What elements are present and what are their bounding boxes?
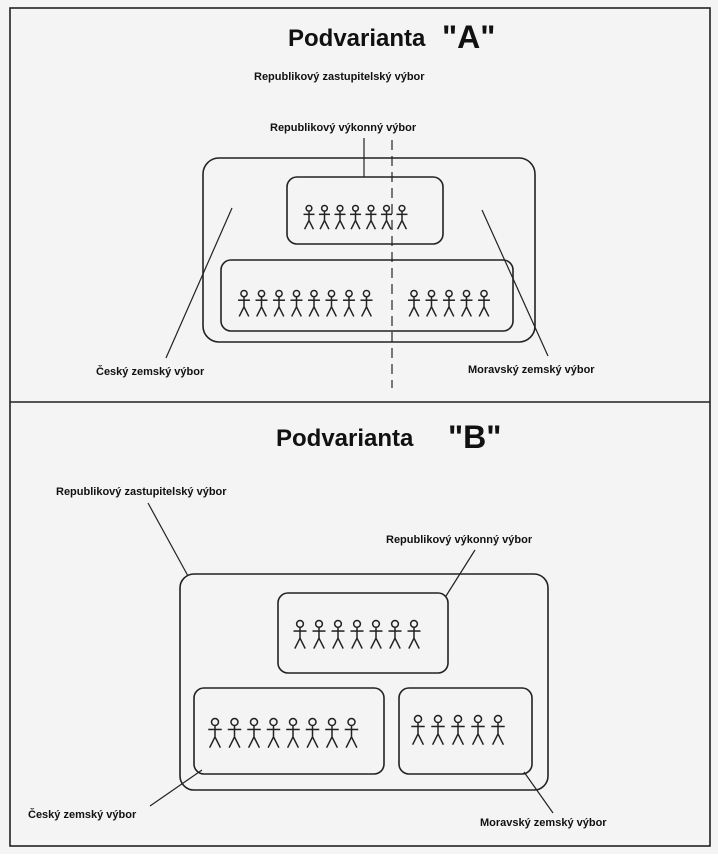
person-figure [325, 717, 339, 749]
panel-a-council-box [202, 157, 536, 343]
person-figure [305, 717, 320, 749]
person-figure [266, 717, 281, 749]
panel-b-letter: "B" [448, 419, 501, 455]
person-figure [238, 289, 250, 317]
panel-a: Podvarianta "A" Republikový zastupitelsk… [96, 19, 595, 388]
panel-a-executive-box [286, 176, 444, 245]
panel-b-council-box [179, 573, 549, 791]
panel-a-czech-pointer [165, 207, 233, 359]
person-figure [460, 289, 473, 317]
person-figure [491, 714, 505, 746]
panel-b-moravian-box [398, 687, 533, 775]
person-figure [396, 204, 408, 230]
panel-a-moravian-pointer [481, 209, 549, 357]
person-figure [411, 714, 425, 746]
panel-b-czech-box [193, 687, 385, 775]
panel-b-title: Podvarianta [276, 425, 414, 452]
panel-b-label-czech: Český zemský výbor [28, 808, 137, 821]
panel-a-label-republic-council: Republikový zastupitelský výbor [254, 71, 425, 83]
person-figure [431, 714, 445, 746]
panel-b-czech-pointer [149, 769, 203, 807]
panel-b-czech-figures [208, 717, 359, 749]
panel-b-label-moravian: Moravský zemský výbor [480, 817, 607, 829]
person-figure [344, 717, 359, 749]
panel-b-council-pointer [147, 502, 189, 577]
person-figure [334, 204, 346, 230]
person-figure [255, 289, 268, 317]
panel-a-moravian-figures [408, 289, 490, 317]
panel-b-executive-figures [293, 619, 421, 649]
person-figure [425, 289, 438, 317]
panel-a-executive-figures [303, 204, 408, 230]
person-figure [325, 289, 338, 317]
person-figure [312, 619, 326, 649]
person-figure [381, 204, 392, 230]
panel-b: Podvarianta "B" Republikový zastupitelsk… [28, 419, 607, 829]
panel-b-executive-pointer [445, 549, 476, 597]
person-figure [208, 717, 222, 749]
panel-b-label-republic-executive: Republikový výkonný výbor [386, 534, 533, 546]
person-figure [247, 717, 261, 749]
person-figure [451, 714, 465, 746]
panel-a-label-republic-executive: Republikový výkonný výbor [270, 122, 417, 134]
person-figure [227, 717, 242, 749]
panel-a-czech-figures [238, 289, 373, 317]
person-figure [408, 289, 420, 317]
person-figure [303, 204, 315, 230]
panel-a-label-czech: Český zemský výbor [96, 365, 205, 378]
person-figure [369, 619, 383, 649]
person-figure [331, 619, 345, 649]
person-figure [388, 619, 402, 649]
panel-b-moravian-pointer [523, 771, 554, 814]
panel-a-label-moravian: Moravský zemský výbor [468, 364, 595, 376]
person-figure [360, 289, 373, 317]
person-figure [308, 289, 320, 317]
panel-b-label-republic-council: Republikový zastupitelský výbor [56, 486, 227, 498]
panel-a-land-committees-box [220, 259, 514, 332]
person-figure [290, 289, 303, 317]
panel-b-moravian-figures [411, 714, 505, 746]
person-figure [350, 204, 361, 230]
outer-frame [9, 7, 711, 847]
person-figure [273, 289, 285, 317]
panel-b-executive-box [277, 592, 449, 674]
person-figure [286, 717, 300, 749]
person-figure [365, 204, 377, 230]
person-figure [478, 289, 490, 317]
person-figure [343, 289, 355, 317]
person-figure [293, 619, 307, 649]
panel-a-letter: "A" [442, 19, 495, 55]
person-figure [319, 204, 330, 230]
person-figure [471, 714, 485, 746]
person-figure [443, 289, 455, 317]
panel-a-title: Podvarianta [288, 25, 426, 52]
person-figure [407, 619, 421, 649]
person-figure [350, 619, 364, 649]
